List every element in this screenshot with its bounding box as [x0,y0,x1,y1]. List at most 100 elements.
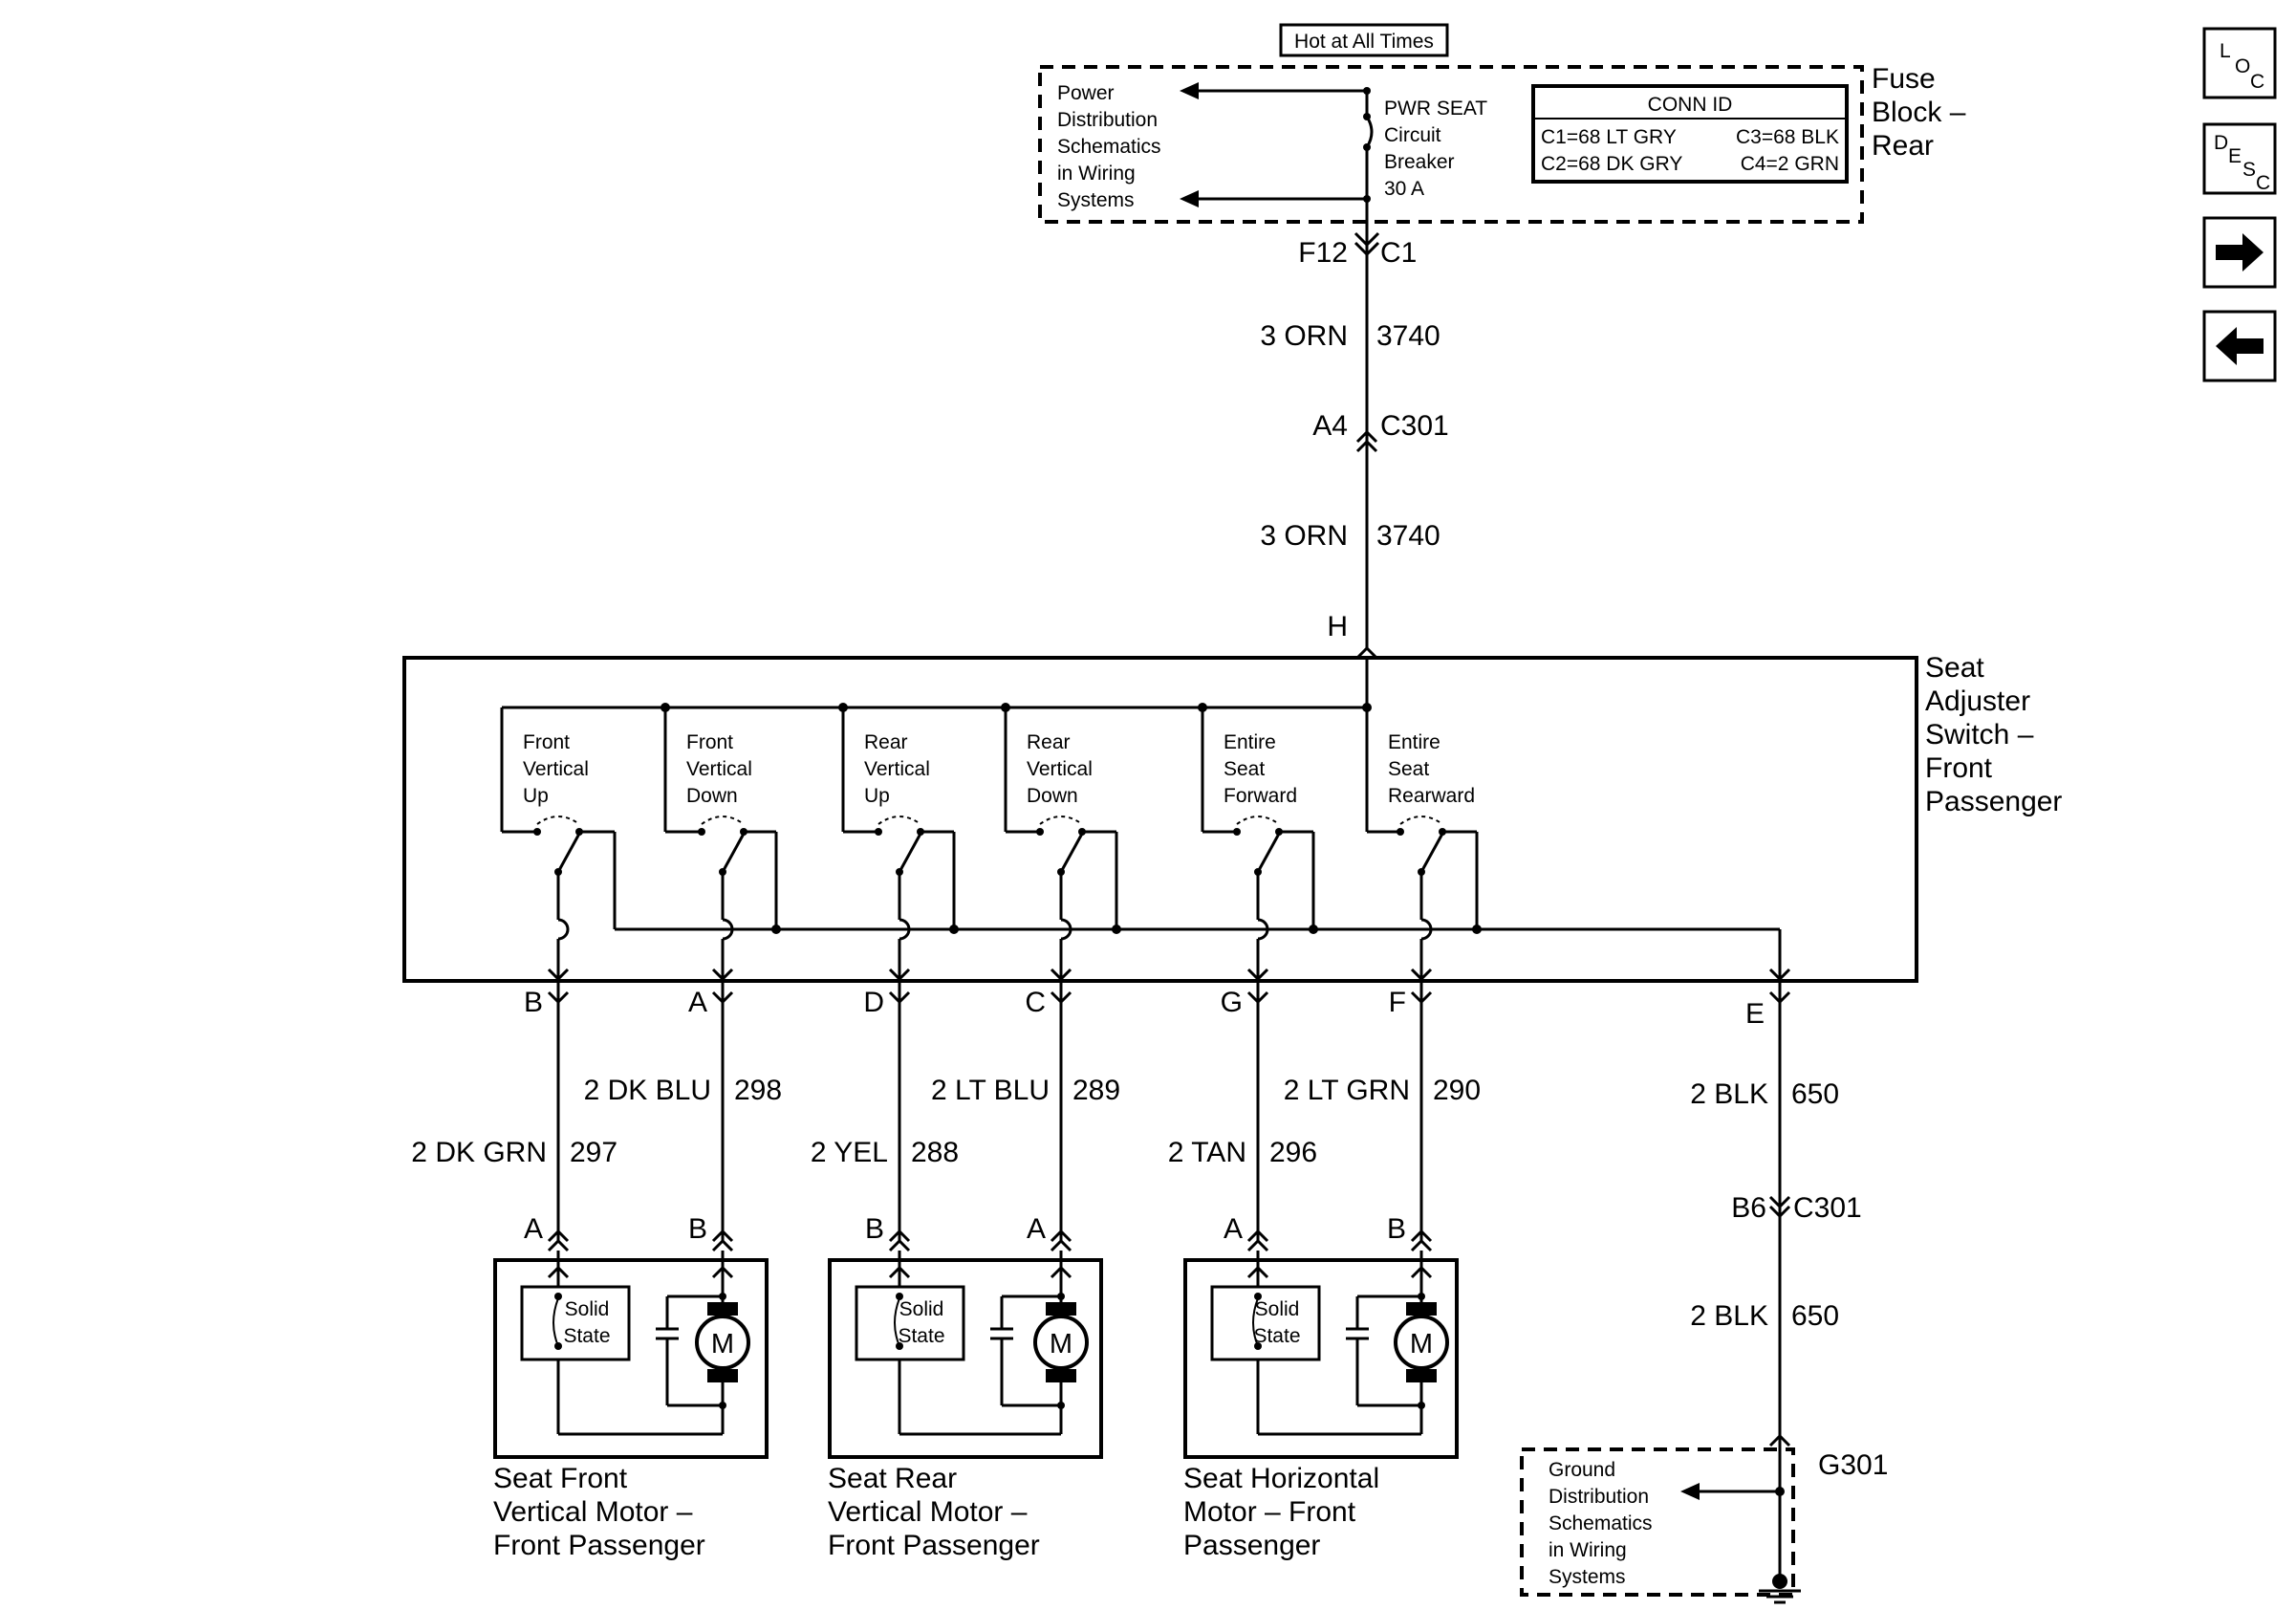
switch-section-label: Rear [864,731,908,753]
svg-text:Ground: Ground [1549,1459,1615,1481]
solid-state-module [855,1285,965,1361]
switch-section-label: Up [864,785,890,807]
connector-terminal-icon [1246,990,1269,1005]
circuit-breaker-label: PWR SEAT Circuit Breaker 30 A [1384,98,1487,200]
circuit-number-label: 289 [1072,1075,1120,1106]
svg-text:30 A: 30 A [1384,178,1424,200]
switch-contact-icon [1256,833,1281,873]
arrow-right-icon [2216,233,2264,272]
inline-connector-name: C301 [1380,410,1449,442]
arrow-left-icon [2216,327,2264,365]
connector-terminal-icon [888,990,911,1005]
svg-text:S: S [2242,159,2256,181]
hot-label-text: Hot at All Times [1294,31,1434,53]
inline-connector-icon [1355,429,1378,444]
switch-section-label: Seat [1224,758,1265,780]
switch-section-label: Entire [1388,731,1440,753]
inline-connector-icon [1768,1195,1791,1209]
svg-text:Schematics: Schematics [1549,1512,1653,1534]
switch-section-label: Rearward [1388,785,1475,807]
wire-color-label: 2 DK BLU [584,1075,711,1106]
connector-terminal-icon [547,990,570,1005]
svg-text:Schematics: Schematics [1057,136,1161,158]
svg-text:Seat: Seat [1925,652,1984,684]
motor-name-label: Seat Horizontal [1183,1463,1379,1494]
feed-circuit: F12 C1 3 ORN 3740 A4 C301 3 ORN 3740 H [1260,222,1449,660]
connector-terminal-icon [1354,231,1380,248]
circuit-number-label: 3740 [1376,320,1440,352]
motor-icon [1033,1315,1089,1370]
circuit-number-label: 296 [1269,1137,1317,1168]
ground-circuit: E 2 BLK 650 B6 C301 2 BLK 650 G301 Groun… [1520,979,1888,1604]
svg-text:C: C [2256,172,2270,194]
arrow-left-icon [1680,1483,1700,1500]
switch-section-label: Vertical [686,758,752,780]
svg-text:Front: Front [1925,752,1993,784]
switch-output-pin: G [1221,987,1243,1018]
motor-name-label: Seat Rear [828,1463,957,1494]
svg-text:D: D [2214,132,2228,154]
motor-symbol: M [1050,1329,1072,1360]
loc-button[interactable]: L O C [2202,27,2277,99]
wire-color-label: 2 LT BLU [931,1075,1050,1106]
hot-at-all-times-label: Hot at All Times [1279,23,1449,57]
svg-text:C1=68 LT GRY: C1=68 LT GRY [1541,126,1677,148]
svg-text:Breaker: Breaker [1384,151,1455,173]
arrow-left-icon [1180,190,1199,207]
solid-state-module [520,1285,631,1361]
inline-connector-name: C301 [1793,1192,1862,1224]
inline-connector-pin: B6 [1731,1192,1766,1224]
next-page-button[interactable] [2202,216,2277,289]
ground-distribution-ref: Ground Distribution Schematics in Wiring… [1549,1459,1653,1588]
circuit-number-label: 650 [1791,1078,1839,1110]
switch-section-label: Front [523,731,570,753]
ground-pin: E [1745,998,1765,1030]
switch-section-label: Forward [1224,785,1297,807]
switch-actuator-icon [1236,816,1280,825]
wire-color-label: 3 ORN [1260,520,1348,552]
motor-name-label: Seat Front [493,1463,628,1494]
wire-color-label: 3 ORN [1260,320,1348,352]
connector-terminal-icon [1768,990,1791,1005]
motor-pin-label: B [1387,1213,1406,1245]
solid-state-switch-icon [1252,1297,1259,1347]
switch-section-label: Front [686,731,733,753]
switch-output-pin: A [688,987,707,1018]
switch-contact-icon [556,833,581,873]
circuit-number-label: 3740 [1376,520,1440,552]
svg-text:C: C [2250,71,2264,93]
inline-connector-pin: A4 [1312,410,1348,442]
switch-section-label: Up [523,785,549,807]
fuse-block-rear: Fuse Block – Rear Power Distribution Sch… [1038,63,1966,224]
switch-actuator-icon [536,816,580,825]
connector-terminal-icon [1050,990,1072,1005]
desc-button[interactable]: D E S C [2202,122,2277,195]
motor-name-label: Front Passenger [828,1530,1040,1561]
svg-text:Power: Power [1057,82,1115,104]
solid-state-label: State [898,1325,944,1347]
switch-contact-icon [721,833,746,873]
switch-output-pin: D [863,987,884,1018]
fuse-terminal-pin: F12 [1298,237,1348,269]
switch-section-label: Down [686,785,738,807]
switch-section-label: Vertical [1027,758,1093,780]
previous-page-button[interactable] [2202,310,2277,382]
conn-id-table: CONN ID C1=68 LT GRY C2=68 DK GRY C3=68 … [1531,84,1849,184]
switch-name-label: Seat Adjuster Switch – Front Passenger [1925,652,2062,817]
fuse-connector-id: C1 [1380,237,1417,269]
ground-id-label: G301 [1818,1449,1888,1481]
switch-output-pin: C [1025,987,1046,1018]
motor-pin-label: A [1224,1213,1243,1245]
switch-actuator-icon [877,816,921,825]
